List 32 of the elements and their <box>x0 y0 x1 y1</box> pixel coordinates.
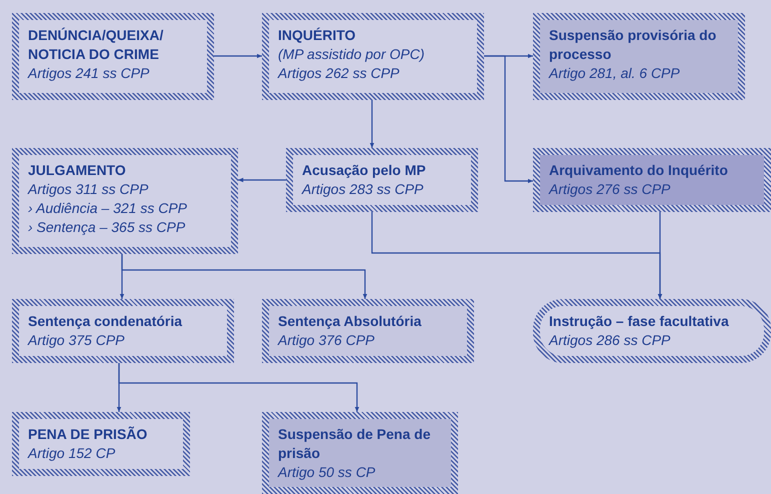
article-reference: Artigos 286 ss CPP <box>549 331 672 350</box>
article-reference: Artigo 50 ss CP <box>278 463 376 482</box>
article-reference: Artigos 311 ss CPP <box>28 180 150 199</box>
article-reference: Artigos 262 ss CPP <box>278 64 400 83</box>
box-heading: INQUÉRITO <box>278 26 357 45</box>
article-reference: Artigos 241 ss CPP <box>28 64 150 83</box>
article-reference: Artigo 376 CPP <box>278 331 376 350</box>
article-reference: Artigos 283 ss CPP <box>302 180 424 199</box>
article-reference: (MP assistido por OPC) <box>278 45 426 64</box>
box-heading: Suspensão de Pena de prisão <box>278 425 432 463</box>
article-reference: › Sentença – 365 ss CPP <box>28 218 186 237</box>
arrow <box>658 212 662 299</box>
arrow <box>214 54 262 58</box>
arrow <box>121 254 368 299</box>
article-reference: Artigo 281, al. 6 CPP <box>549 64 681 83</box>
arrow <box>484 55 533 184</box>
box-heading: Arquivamento do Inquérito <box>549 161 729 180</box>
box-heading: DENÚNCIA/QUEIXA/ NOTICIA DO CRIME <box>28 26 164 64</box>
box-heading: Instrução – fase facultativa <box>549 312 730 331</box>
article-reference: › Audiência – 321 ss CPP <box>28 199 188 218</box>
box-heading: Sentença Absolutória <box>278 312 422 331</box>
arrow <box>118 363 360 412</box>
box-heading: Acusação pelo MP <box>302 161 427 180</box>
arrow <box>370 100 374 148</box>
article-reference: Artigo 152 CP <box>28 444 116 463</box>
box-heading: JULGAMENTO <box>28 161 127 180</box>
arrow <box>238 178 286 182</box>
article-reference: Artigos 276 ss CPP <box>549 180 672 199</box>
article-reference: Artigo 375 CPP <box>28 331 126 350</box>
box-heading: Suspensão provisória do processo <box>549 26 718 64</box>
box-heading: Sentença condenatória <box>28 312 184 331</box>
box-heading: PENA DE PRISÃO <box>28 425 148 444</box>
